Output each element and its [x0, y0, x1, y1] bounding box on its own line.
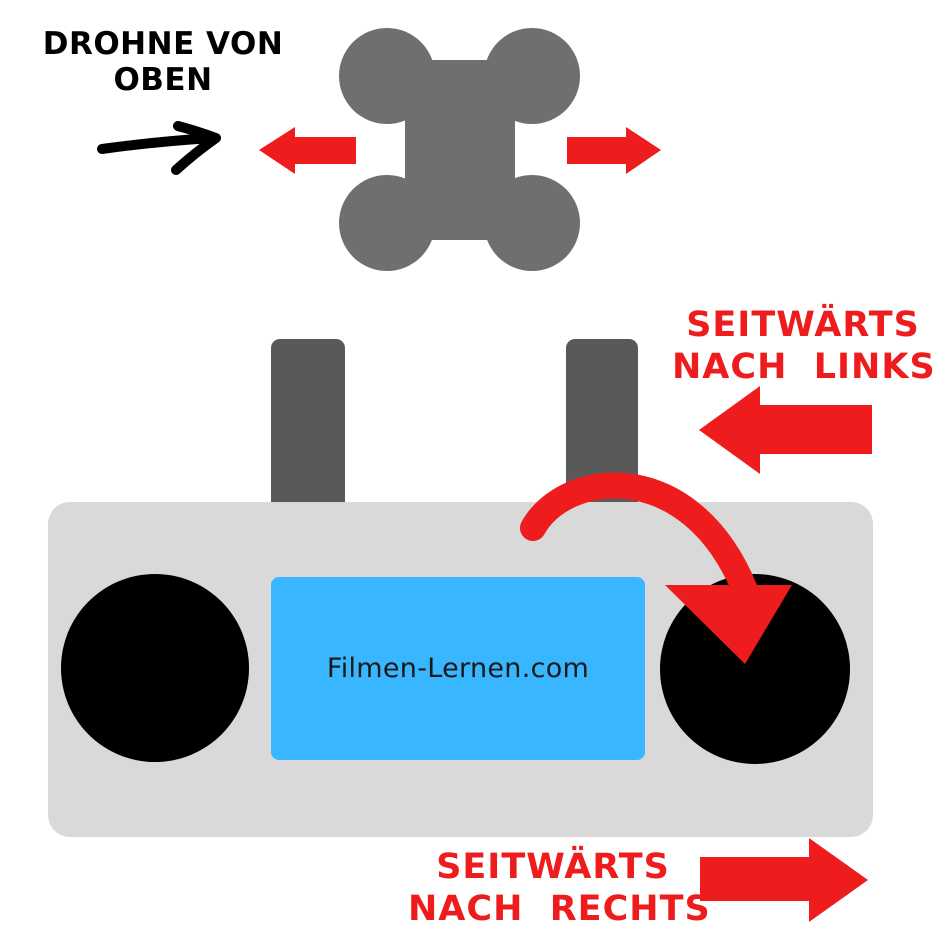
drone-label-line-2: OBEN — [113, 62, 213, 98]
controller-antenna-right — [566, 339, 638, 521]
drone-top-view-icon — [339, 28, 580, 271]
sideways-right-label: SEITWÄRTS NACH RECHTS — [408, 846, 711, 930]
drone-left-arrow-icon — [259, 127, 356, 174]
controller-antenna-left — [271, 339, 345, 521]
drone-label-line-1: DROHNE VON — [42, 26, 284, 62]
sideways-left-line-2: NACH LINKS — [672, 347, 936, 387]
side-left-arrow-icon — [699, 386, 872, 474]
screen-website-text: Filmen-Lernen.com — [326, 653, 590, 684]
controller-screen: Filmen-Lernen.com — [271, 577, 645, 760]
sideways-left-label: SEITWÄRTS NACH LINKS — [672, 304, 936, 388]
side-right-arrow-icon — [700, 838, 868, 922]
sideways-right-line-2: NACH RECHTS — [408, 889, 711, 929]
sideways-right-line-1: SEITWÄRTS — [436, 847, 670, 887]
hand-drawn-arrow-icon — [97, 121, 221, 175]
drone-from-above-label: DROHNE VON OBEN — [18, 26, 308, 98]
right-control-stick — [660, 574, 850, 764]
drone-right-arrow-icon — [567, 127, 661, 174]
left-control-stick — [61, 574, 249, 762]
sideways-left-line-1: SEITWÄRTS — [686, 305, 920, 345]
